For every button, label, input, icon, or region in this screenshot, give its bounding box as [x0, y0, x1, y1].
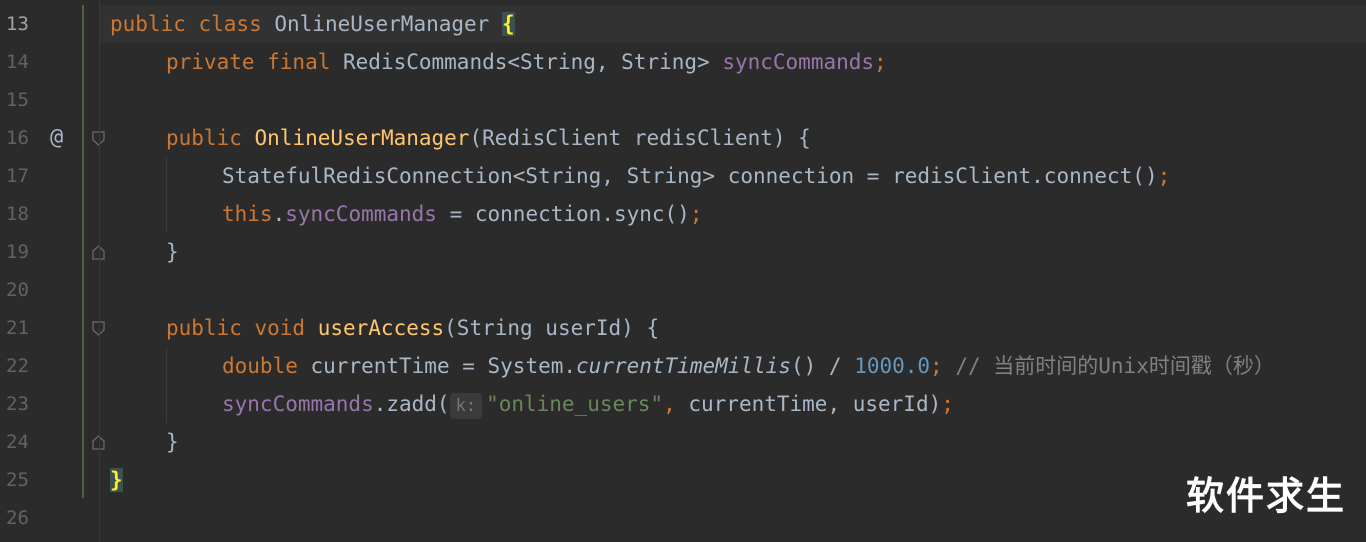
code-line-17[interactable]: StatefulRedisConnection<String, String> …	[222, 164, 1171, 188]
indent-guide	[166, 347, 167, 423]
line-number: 13	[6, 13, 29, 35]
fold-open-icon[interactable]	[92, 321, 105, 336]
line-number: 21	[6, 317, 29, 339]
watermark-text: 软件求生	[1185, 474, 1346, 518]
gutter: 13 14 15 16 17 18 19 20 21 22 23 24 25 2…	[0, 0, 105, 542]
parameter-hint: k:	[449, 393, 483, 419]
line-number: 22	[6, 355, 29, 377]
line-number: 18	[6, 203, 29, 225]
code-line-24[interactable]: }	[166, 430, 179, 454]
line-number: 17	[6, 165, 29, 187]
line-number: 26	[6, 507, 29, 529]
gutter-divider	[99, 0, 100, 542]
line-number: 14	[6, 51, 29, 73]
line-number: 16	[6, 127, 29, 149]
line-number: 25	[6, 469, 29, 491]
line-number: 23	[6, 393, 29, 415]
fold-open-icon[interactable]	[92, 131, 105, 146]
code-comment: // 当前时间的Unix时间戳（秒）	[955, 354, 1275, 378]
current-line-highlight	[0, 5, 1366, 43]
code-line-19[interactable]: }	[166, 240, 179, 264]
line-number: 24	[6, 431, 29, 453]
line-number: 15	[6, 89, 29, 111]
override-marker-icon[interactable]: @	[50, 125, 64, 150]
line-number: 19	[6, 241, 29, 263]
code-line-14[interactable]: private final RedisCommands<String, Stri…	[166, 50, 887, 74]
code-line-23[interactable]: syncCommands.zadd(k:"online_users", curr…	[222, 385, 954, 423]
code-line-25[interactable]: }	[110, 468, 123, 492]
indent-guide	[166, 157, 167, 233]
line-number: 20	[6, 279, 29, 301]
code-line-21[interactable]: public void userAccess(String userId) {	[166, 316, 660, 340]
code-line-13[interactable]: public class OnlineUserManager {	[110, 12, 515, 36]
code-line-18[interactable]: this.syncCommands = connection.sync();	[222, 202, 703, 226]
code-line-16[interactable]: public OnlineUserManager(RedisClient red…	[166, 126, 811, 150]
fold-close-icon[interactable]	[92, 435, 105, 450]
vcs-change-bar[interactable]	[82, 5, 84, 498]
fold-close-icon[interactable]	[92, 245, 105, 260]
code-line-22[interactable]: double currentTime = System.currentTimeM…	[222, 354, 1275, 378]
